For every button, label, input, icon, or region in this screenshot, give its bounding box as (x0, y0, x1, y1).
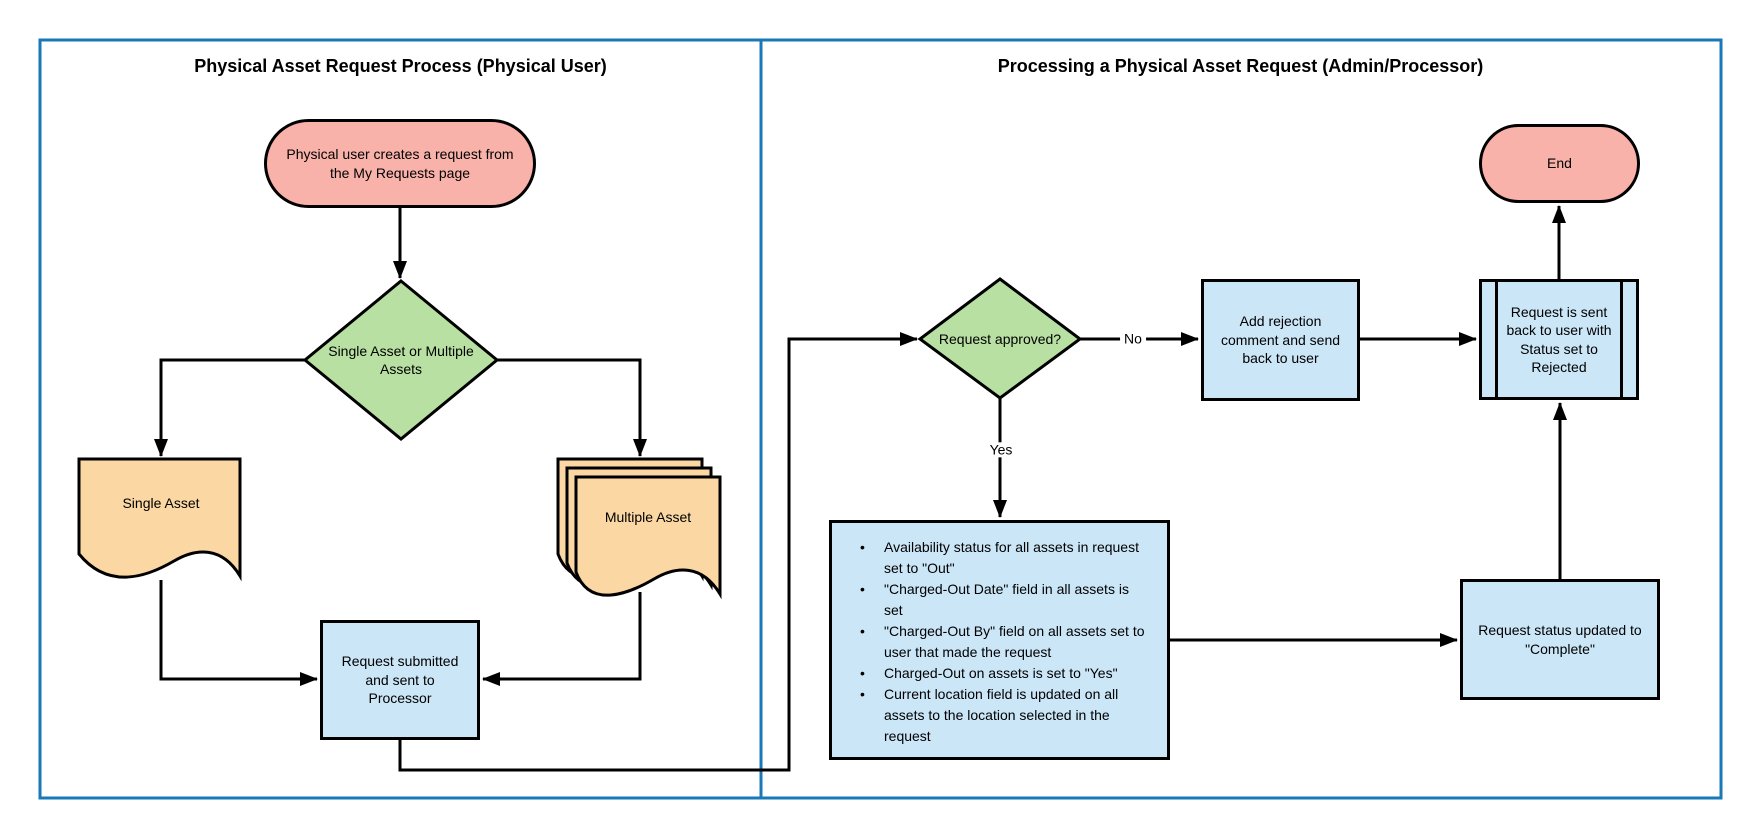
predefined-right-bar (1620, 281, 1623, 398)
approved-action-item: Charged-Out on assets is set to "Yes" (860, 663, 1147, 684)
predefined-left-bar (1495, 281, 1498, 398)
submit-process-label: Request submitted and sent to Processor (341, 653, 459, 707)
approved-action-item: Current location field is updated on all… (860, 684, 1147, 747)
start-terminator[interactable]: Physical user creates a request from the… (264, 119, 536, 208)
approved-action-item: Availability status for all assets in re… (860, 537, 1147, 579)
right-panel-title: Processing a Physical Asset Request (Adm… (997, 56, 1484, 76)
status-complete-label: Request status updated to "Complete" (1478, 622, 1642, 657)
add-rejection-label: Add rejection comment and send back to u… (1220, 313, 1341, 367)
approved-action-item: "Charged-Out By" field on all assets set… (860, 621, 1147, 663)
add-rejection-process[interactable]: Add rejection comment and send back to u… (1201, 279, 1360, 401)
status-complete-process[interactable]: Request status updated to "Complete" (1460, 579, 1660, 700)
approved-actions-process[interactable]: Availability status for all assets in re… (829, 520, 1170, 760)
approved-decision-label: Request approved? (938, 330, 1062, 347)
connector-decision-to-single-asset (154, 358, 305, 457)
approved-action-item: "Charged-Out Date" field in all assets i… (860, 579, 1147, 621)
asset-decision-label: Single Asset or Multiple Assets (328, 342, 474, 377)
left-panel-title: Physical Asset Request Process (Physical… (194, 56, 607, 76)
end-terminator-label: End (1547, 155, 1572, 172)
asset-decision-diamond[interactable] (302, 279, 500, 441)
single-asset-document[interactable] (77, 457, 242, 582)
yes-edge-label: Yes (985, 441, 1017, 458)
no-edge-label: No (1120, 330, 1146, 347)
multiple-asset-sheet-front (574, 475, 722, 600)
multiple-asset-document[interactable] (556, 457, 722, 600)
approved-actions-list: Availability status for all assets in re… (832, 523, 1167, 759)
connector-submit-to-approved-decision (398, 332, 918, 772)
submit-process[interactable]: Request submitted and sent to Processor (320, 620, 480, 740)
end-terminator[interactable]: End (1479, 124, 1640, 203)
sent-back-label: Request is sent back to user with Status… (1506, 303, 1612, 375)
flowchart-frame (38, 38, 1723, 800)
connector-multiple-asset-to-submit (482, 592, 642, 686)
multiple-asset-label: Multiple Asset (604, 508, 692, 525)
start-terminator-label: Physical user creates a request from the… (286, 146, 514, 181)
connector-single-asset-to-submit (159, 580, 318, 686)
single-asset-label: Single Asset (122, 494, 200, 511)
connector-decision-to-multiple-asset (497, 358, 647, 457)
approved-decision-diamond[interactable] (917, 277, 1083, 400)
sent-back-predefined-process[interactable]: Request is sent back to user with Status… (1479, 279, 1639, 400)
